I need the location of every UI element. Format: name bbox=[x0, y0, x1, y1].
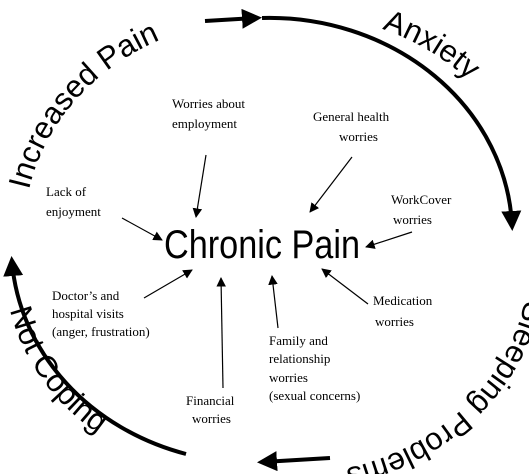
worry-employment: Worries about employment bbox=[172, 96, 248, 131]
arrow-enjoyment bbox=[121, 217, 163, 241]
worry-workcover: WorkCover worries bbox=[391, 192, 455, 227]
cycle-arrow-bottom bbox=[257, 451, 331, 472]
worry-enjoyment: Lack of enjoyment bbox=[46, 184, 101, 219]
cycle-label-increased-pain: Increased Pain bbox=[2, 14, 163, 191]
cycle-arrow-top bbox=[204, 8, 262, 29]
arrow-workcover bbox=[365, 231, 413, 249]
worry-family-relationship: Family and relationship worries (sexual … bbox=[269, 333, 360, 403]
center-label-chronic-pain: Chronic Pain bbox=[164, 223, 360, 267]
arrow-medication bbox=[321, 268, 369, 305]
arrow-financial bbox=[216, 277, 226, 389]
arrow-family bbox=[268, 275, 279, 329]
arrow-employment bbox=[192, 154, 207, 218]
cycle-label-not-coping: Not Coping bbox=[3, 302, 115, 440]
worry-doctors-visits: Doctor’s and hospital visits (anger, fru… bbox=[52, 288, 150, 339]
cycle-arrow-right bbox=[261, 15, 522, 231]
worry-general-health: General health worries bbox=[313, 109, 392, 144]
arrow-doctors bbox=[143, 269, 193, 299]
arrow-general-health bbox=[309, 156, 353, 213]
cycle-arrow-left bbox=[3, 256, 187, 456]
cycle-label-sleeping-problems: Sleeping Problems bbox=[344, 298, 529, 474]
worry-medication: Medication worries bbox=[373, 293, 435, 329]
worry-financial: Financial worries bbox=[186, 393, 238, 426]
